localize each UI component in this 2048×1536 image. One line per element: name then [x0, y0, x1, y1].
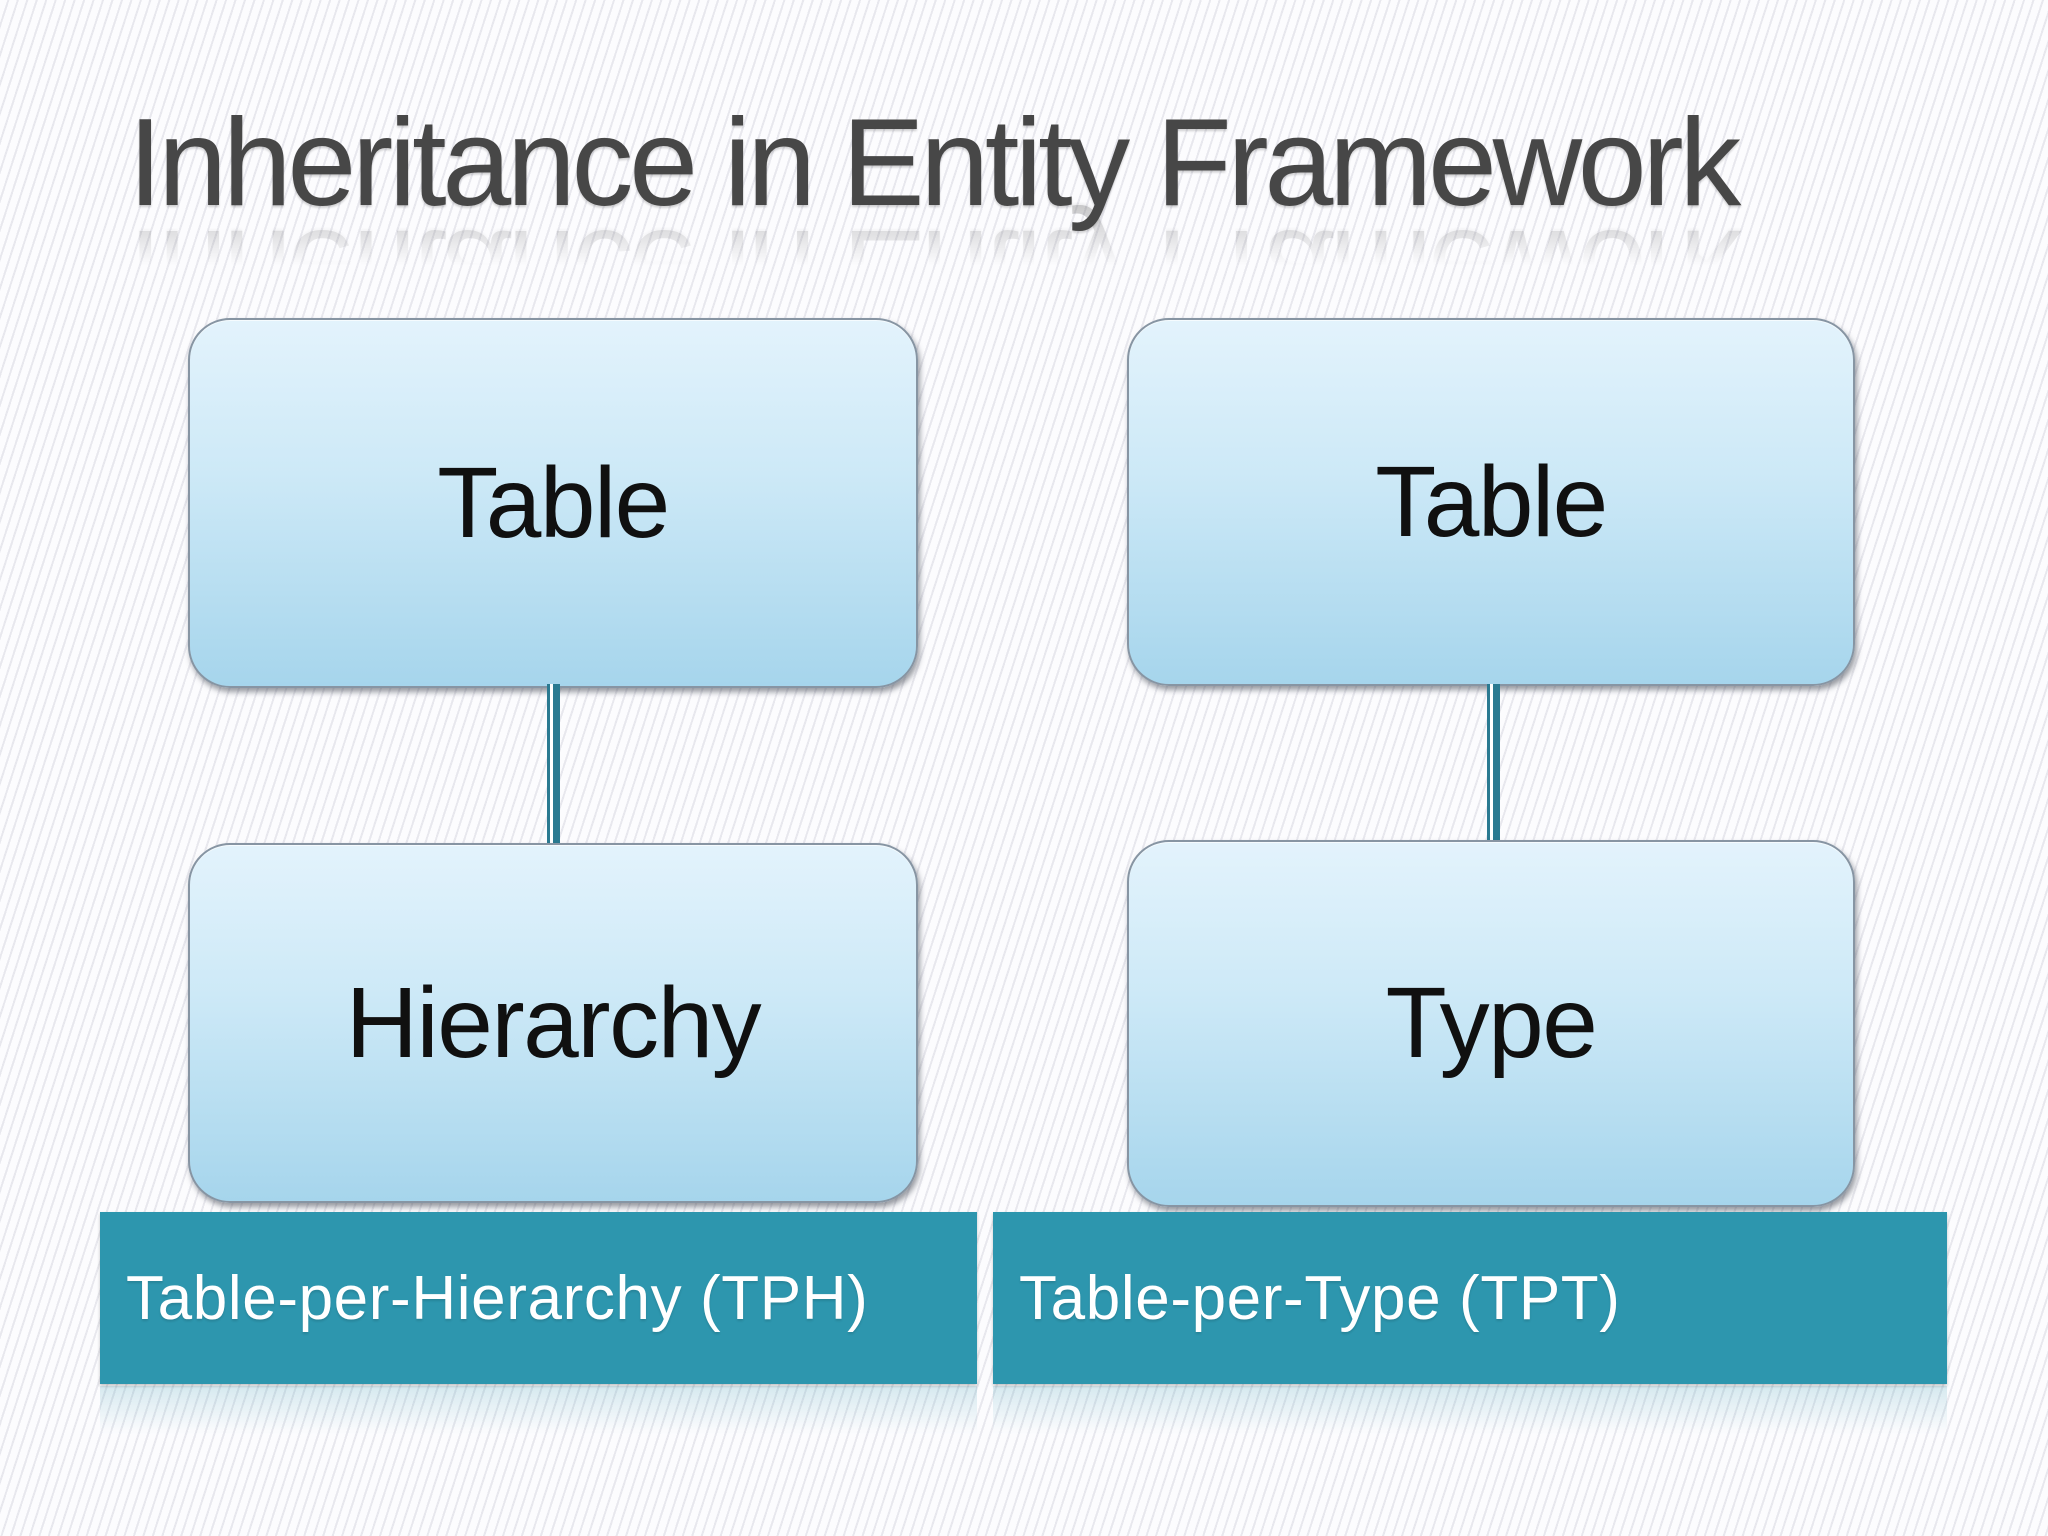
tpt-caption-text: Table-per-Type (TPT) — [1019, 1263, 1621, 1333]
tph-table-box: Table — [188, 318, 918, 688]
tph-table-box-label: Table — [437, 446, 670, 559]
tph-hierarchy-box-label: Hierarchy — [345, 966, 762, 1079]
tph-hierarchy-box: Hierarchy — [188, 843, 918, 1203]
tph-connector-line — [547, 684, 560, 845]
tpt-table-box-label: Table — [1375, 445, 1608, 558]
tpt-type-box: Type — [1127, 840, 1855, 1207]
tpt-connector-line — [1487, 684, 1500, 842]
slide-title: Inheritance in Entity Framework — [128, 94, 1741, 232]
tpt-type-box-label: Type — [1385, 967, 1598, 1079]
tph-caption-bar: Table-per-Hierarchy (TPH) — [100, 1212, 977, 1384]
tpt-caption-bar: Table-per-Type (TPT) — [993, 1212, 1947, 1384]
tpt-table-box: Table — [1127, 318, 1855, 686]
tph-caption-text: Table-per-Hierarchy (TPH) — [126, 1263, 869, 1333]
